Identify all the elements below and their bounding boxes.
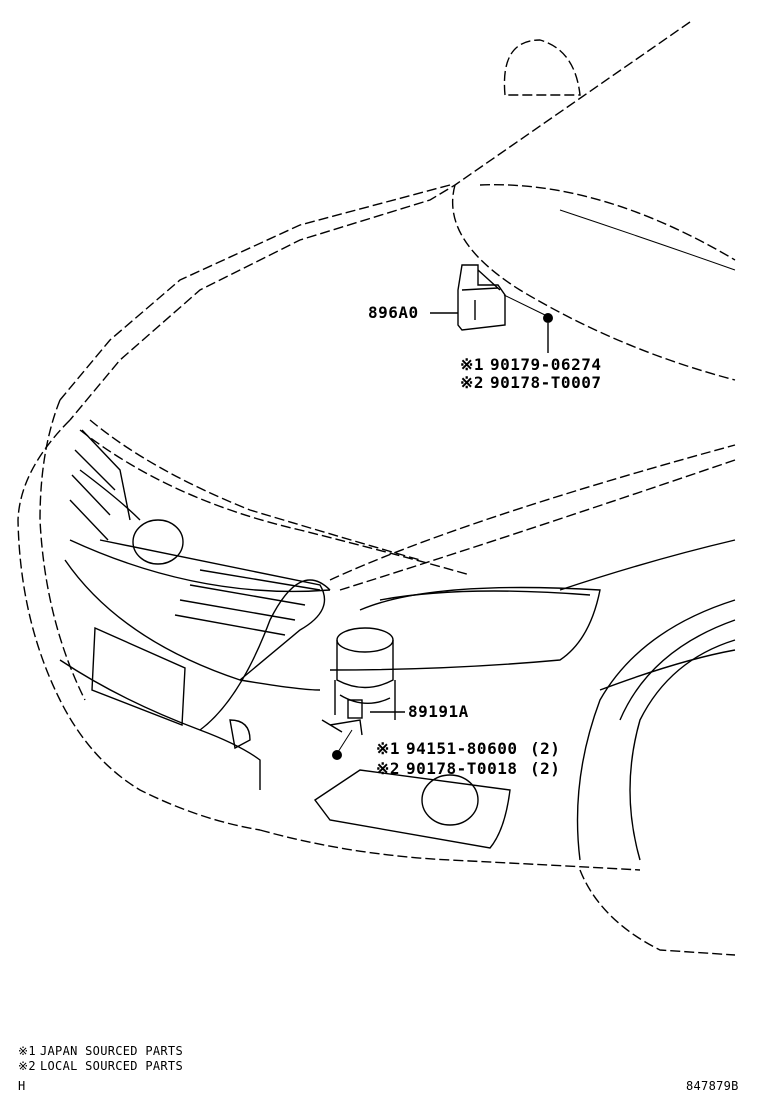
computer-fastener	[543, 313, 553, 353]
fastener-qty-90178-t0018: (2)	[530, 759, 560, 778]
fastener-mark-jp-1: ※1	[460, 355, 484, 374]
sensor-fastener	[332, 750, 342, 760]
part-label-89191a: 89191A	[408, 702, 469, 721]
legend-mark-local: ※2	[18, 1059, 36, 1073]
car-outline	[17, 21, 736, 956]
fastener-part-94151-80600: 94151-80600	[406, 739, 517, 758]
computer-module	[430, 264, 546, 331]
drawing-number: 847879B	[686, 1079, 739, 1093]
legend-text-jp: JAPAN SOURCED PARTS	[40, 1044, 183, 1058]
fastener-part-90178-t0007: 90178-T0007	[490, 373, 601, 392]
fastener-mark-jp-2: ※1	[376, 739, 400, 758]
legend: ※1 JAPAN SOURCED PARTS ※2 LOCAL SOURCED …	[18, 1044, 183, 1073]
fastener-mark-local-2: ※2	[376, 759, 400, 778]
fastener-qty-94151-80600: (2)	[530, 739, 560, 758]
footer-code: H	[18, 1079, 26, 1093]
legend-mark-jp: ※1	[18, 1044, 36, 1058]
height-sensor	[321, 627, 405, 753]
legend-text-local: LOCAL SOURCED PARTS	[40, 1059, 183, 1073]
fastener-part-90178-t0018: 90178-T0018	[406, 759, 517, 778]
fastener-mark-local-1: ※2	[460, 373, 484, 392]
fastener-part-90179-06274: 90179-06274	[490, 355, 601, 374]
part-label-896a0: 896A0	[368, 303, 419, 322]
